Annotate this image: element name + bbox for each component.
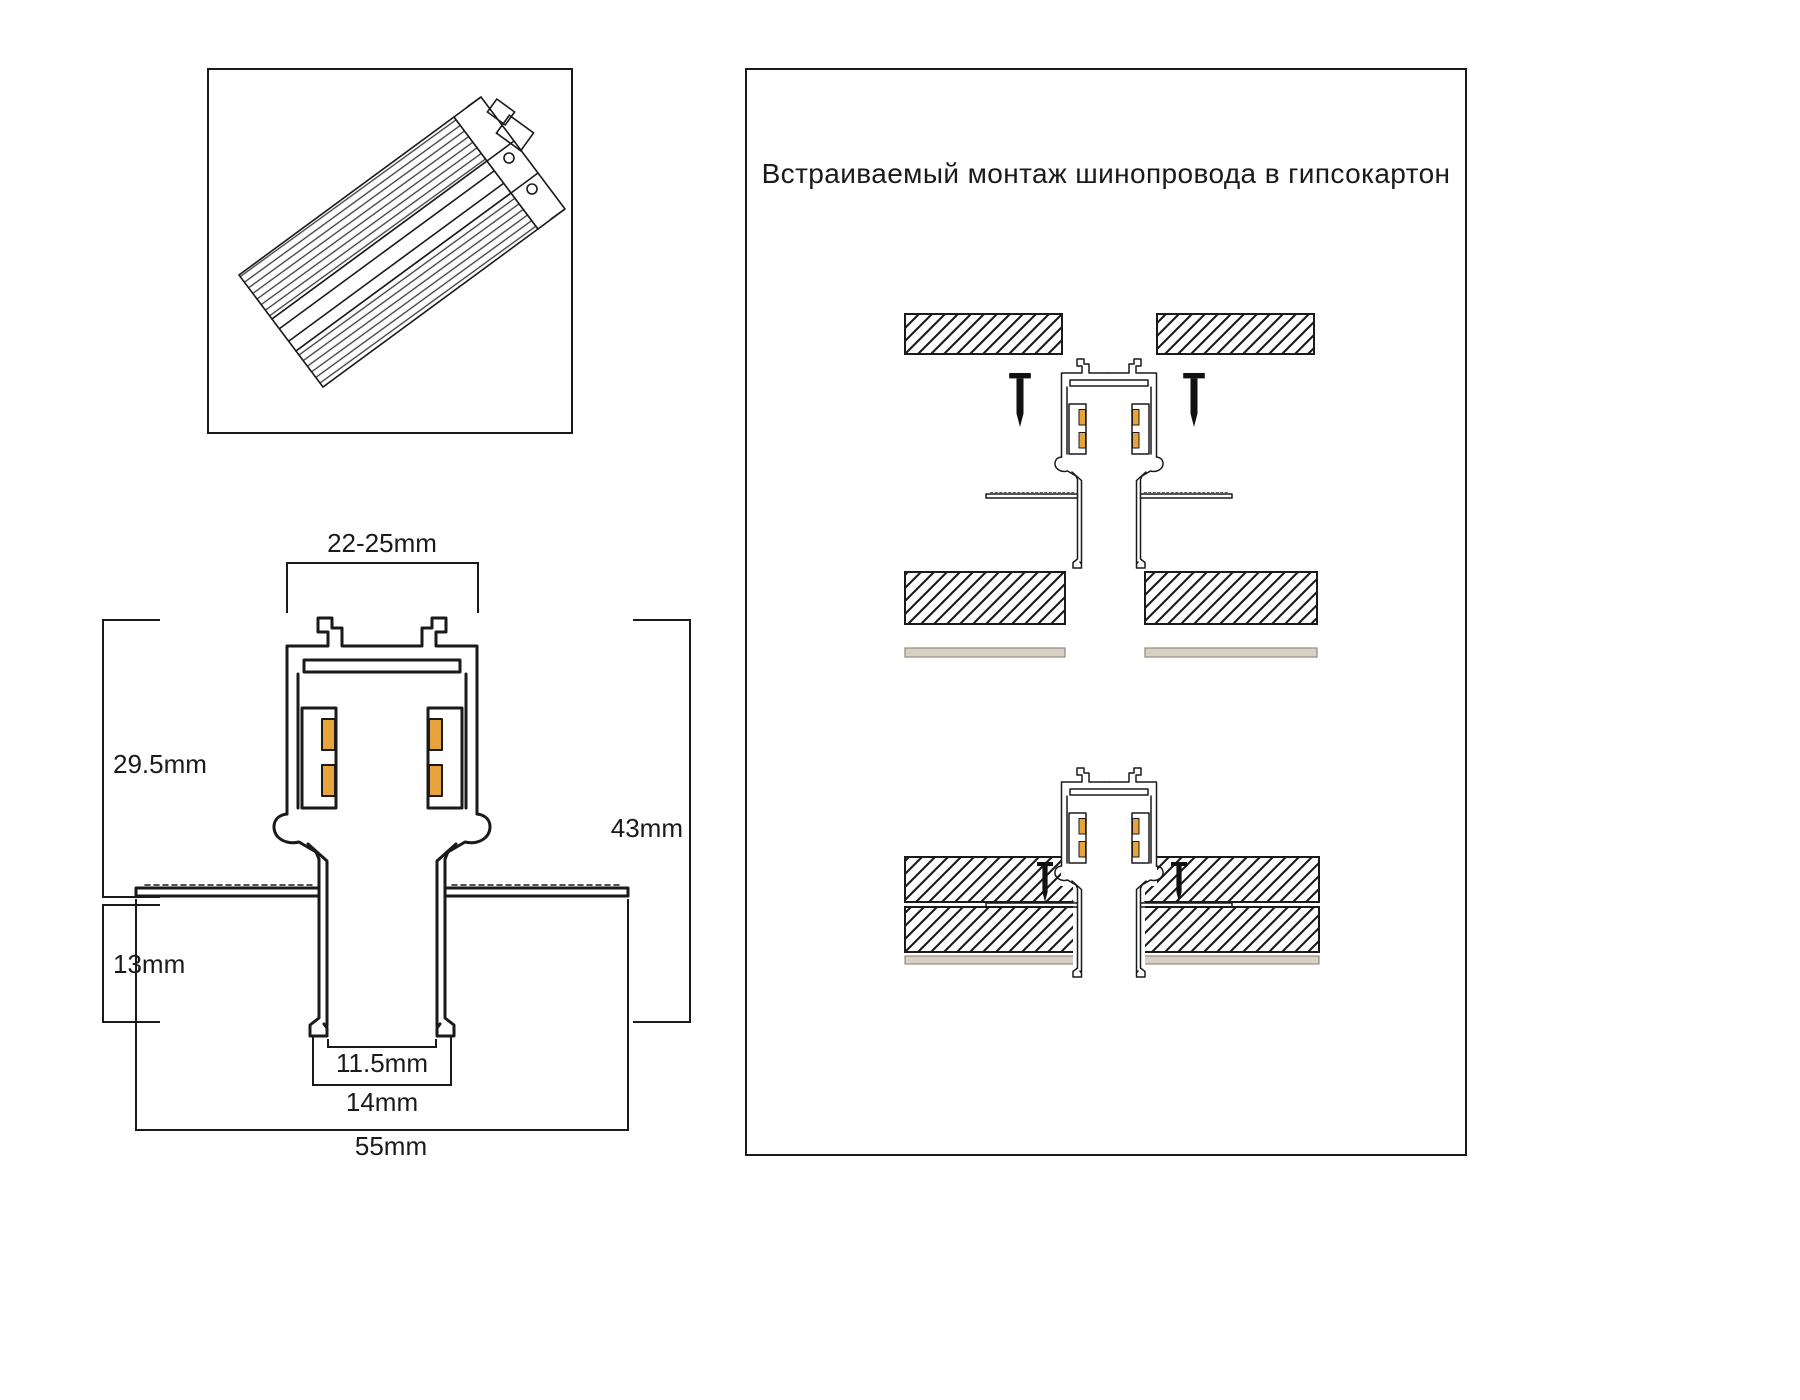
frame-batten-left	[904, 313, 1063, 355]
finish-sheet-left	[904, 647, 1066, 658]
dimension-label-stem-width: 14mm	[346, 1087, 418, 1117]
exploded-mounting-diagram	[904, 313, 1318, 658]
screw-icon	[1183, 373, 1205, 427]
dimension-label-total-height: 43mm	[611, 813, 683, 843]
drywall-layer2-left	[904, 906, 1078, 953]
dimension-label-drywall-depth: 13mm	[113, 949, 185, 979]
screw-icon	[1009, 373, 1031, 427]
dimension-lines	[102, 562, 691, 1131]
finish-sheet-right	[1144, 647, 1318, 658]
panel-title: Встраиваемый монтаж шинопровода в гипсок…	[761, 158, 1451, 189]
isometric-track-drawing	[237, 95, 567, 389]
finish-sheet-right	[1140, 955, 1320, 965]
drywall-layer2-right	[1140, 906, 1320, 953]
cross-section-profile	[136, 618, 628, 1036]
frame-batten-right	[1156, 313, 1315, 355]
finish-sheet-left	[904, 955, 1078, 965]
dimension-label-body-height: 29.5mm	[113, 749, 207, 779]
assembled-mounting-diagram	[904, 764, 1320, 982]
drywall-board-left	[904, 571, 1066, 625]
dimension-label-total-width: 55mm	[355, 1131, 427, 1161]
dimension-label-top-width: 22-25mm	[327, 528, 437, 558]
dimension-label-slot-width: 11.5mm	[336, 1048, 428, 1078]
stem-clearance-mask	[1073, 870, 1145, 982]
installation-diagrams	[904, 313, 1320, 982]
drywall-board-right	[1144, 571, 1318, 625]
installation-panel: Встраиваемый монтаж шинопровода в гипсок…	[745, 68, 1467, 1156]
cross-section-drawing: 22-25mm 29.5mm 13mm 43mm 11.5mm 14mm 55m…	[102, 528, 691, 1161]
isometric-view-box	[207, 68, 573, 434]
drywall-layer1-right	[1140, 856, 1320, 903]
